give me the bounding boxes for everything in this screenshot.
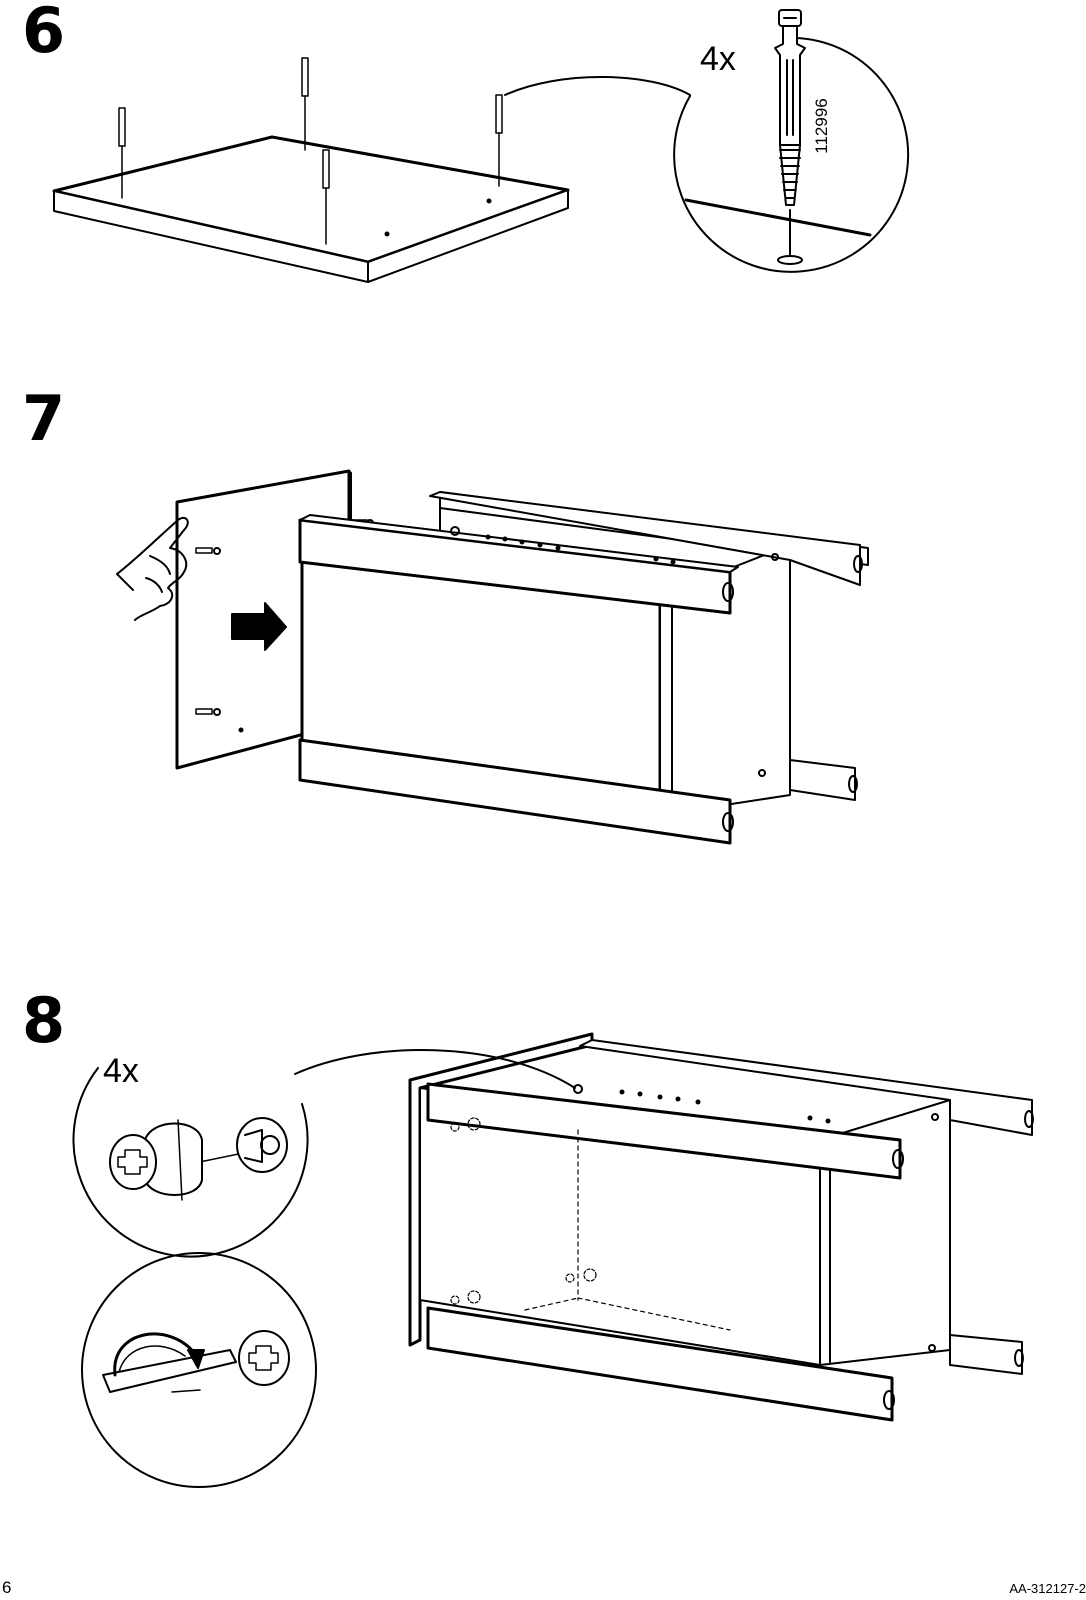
step-8-frame: [410, 1034, 1033, 1420]
step-7-frame: [300, 492, 868, 843]
step-7-number: 7: [22, 388, 65, 450]
step-8-number: 8: [22, 990, 65, 1052]
page-number: 6: [2, 1578, 11, 1598]
step-8-quantity: 4x: [103, 1052, 139, 1091]
document-code: AA-312127-2: [1009, 1581, 1086, 1596]
step-6-detail-circle: [505, 10, 908, 272]
step-8-detail-circle-bottom: [82, 1253, 316, 1487]
step-6-panel: [54, 137, 568, 282]
